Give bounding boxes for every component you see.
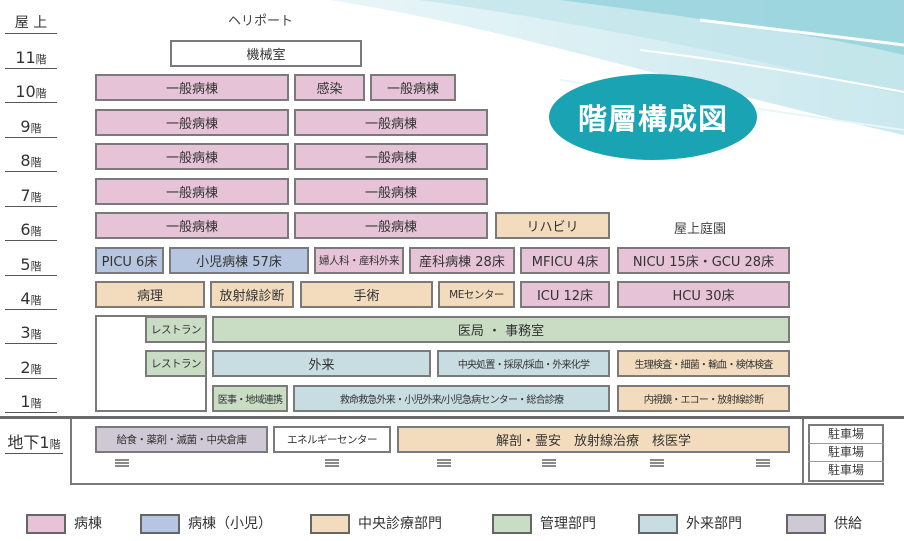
room-energy-center: エネルギーセンター xyxy=(273,426,391,453)
floor-label-5: 5階 xyxy=(5,254,57,276)
legend-swatch-pediatric-ward xyxy=(140,514,180,534)
room-central-treatment: 中央処置・採尿/採血・外来化学 xyxy=(437,350,610,377)
legend-swatch-outpatient xyxy=(638,514,678,534)
room-me-center: MEセンター xyxy=(438,281,515,308)
parking-label-2: 駐車場 xyxy=(808,443,884,462)
parking-label-1: 駐車場 xyxy=(808,425,884,444)
room-f7-ward-a: 一般病棟 xyxy=(95,178,289,205)
parking-area xyxy=(808,424,884,482)
room-autopsy-radiotherapy: 解剖・霊安 放射線治療 核医学 xyxy=(397,426,790,453)
floor-label-6: 6階 xyxy=(5,219,57,241)
floor-label-b1: 地下1階 xyxy=(5,432,63,454)
stairs-icon xyxy=(437,459,451,469)
room-hcu: HCU 30床 xyxy=(617,281,790,308)
room-surgery: 手術 xyxy=(300,281,433,308)
room-f6-ward-a: 一般病棟 xyxy=(95,212,289,239)
legend-label-outpatient: 外来部門 xyxy=(686,516,742,532)
room-outpatient: 外来 xyxy=(212,350,431,377)
room-icu: ICU 12床 xyxy=(520,281,610,308)
room-lab-tests: 生理検査・細菌・輸血・検体検査 xyxy=(617,350,790,377)
basement-outline xyxy=(70,419,804,485)
room-emergency: 救命救急外来・小児外来/小児急病センター・総合診療 xyxy=(293,385,610,412)
floor-label-11: 11階 xyxy=(5,47,57,69)
heliport-label: ヘリポート xyxy=(228,14,294,29)
room-f6-rehab: リハビリ xyxy=(495,212,610,239)
room-f2-restaurant: レストラン xyxy=(145,350,207,377)
room-f6-ward-b: 一般病棟 xyxy=(294,212,488,239)
room-obgyn-outpatient: 婦人科・産科外来 xyxy=(314,247,404,274)
room-pathology: 病理 xyxy=(95,281,205,308)
room-f10-ward-a: 一般病棟 xyxy=(95,74,289,101)
room-picu: PICU 6床 xyxy=(95,247,164,274)
room-f10-ward-b: 一般病棟 xyxy=(370,74,456,101)
stairs-icon xyxy=(115,459,129,469)
room-liaison: 医事・地域連携 xyxy=(212,385,288,412)
room-f9-ward-a: 一般病棟 xyxy=(95,109,289,136)
legend-swatch-central-clinical xyxy=(310,514,350,534)
room-maternity-ward: 産科病棟 28床 xyxy=(409,247,515,274)
ground-line xyxy=(0,416,904,419)
floor-label-8: 8階 xyxy=(5,150,57,172)
floor-label-9: 9階 xyxy=(5,116,57,138)
legend-label-ward: 病棟 xyxy=(74,516,102,532)
room-mficu: MFICU 4床 xyxy=(520,247,610,274)
room-endoscopy: 内視鏡・エコー・放射線診断 xyxy=(617,385,790,412)
room-f10-infection: 感染 xyxy=(294,74,365,101)
floor-label-10: 10階 xyxy=(5,81,57,103)
room-pediatric-ward: 小児病棟 57床 xyxy=(169,247,309,274)
room-radiology: 放射線診断 xyxy=(210,281,294,308)
floor-label-2: 2階 xyxy=(5,357,57,379)
room-f9-ward-b: 一般病棟 xyxy=(294,109,488,136)
room-supply: 給食・薬剤・滅菌・中央倉庫 xyxy=(95,426,268,453)
legend-label-administration: 管理部門 xyxy=(540,516,596,532)
legend-label-central-clinical: 中央診療部門 xyxy=(358,516,442,532)
room-machine: 機械室 xyxy=(170,40,362,67)
room-f8-ward-b: 一般病棟 xyxy=(294,143,488,170)
floor-label-1: 1階 xyxy=(5,391,57,413)
room-medical-office: 医局 ・ 事務室 xyxy=(212,316,790,343)
room-f3-restaurant: レストラン xyxy=(145,316,207,343)
basement-bottom-line xyxy=(804,483,884,485)
floor-label-7: 7階 xyxy=(5,185,57,207)
legend-swatch-administration xyxy=(492,514,532,534)
stairs-icon xyxy=(542,459,556,469)
rooftop-garden-label: 屋上庭園 xyxy=(674,222,727,237)
diagram-title: 階層構成図 xyxy=(577,102,728,136)
legend-label-supply: 供給 xyxy=(834,516,862,532)
room-f7-ward-b: 一般病棟 xyxy=(294,178,488,205)
stairs-icon xyxy=(325,459,339,469)
legend-swatch-ward xyxy=(26,514,66,534)
parking-label-3: 駐車場 xyxy=(827,463,864,477)
room-f8-ward-a: 一般病棟 xyxy=(95,143,289,170)
legend-label-pediatric-ward: 病棟（小児） xyxy=(188,516,272,532)
floor-label-roof: 屋 上 xyxy=(5,12,57,34)
stairs-icon xyxy=(650,459,664,469)
legend-swatch-supply xyxy=(786,514,826,534)
floor-label-4: 4階 xyxy=(5,288,57,310)
title-bubble: 階層構成図 xyxy=(549,74,757,160)
stairs-icon xyxy=(756,459,770,469)
floor-label-3: 3階 xyxy=(5,322,57,344)
room-nicu-gcu: NICU 15床・GCU 28床 xyxy=(617,247,790,274)
